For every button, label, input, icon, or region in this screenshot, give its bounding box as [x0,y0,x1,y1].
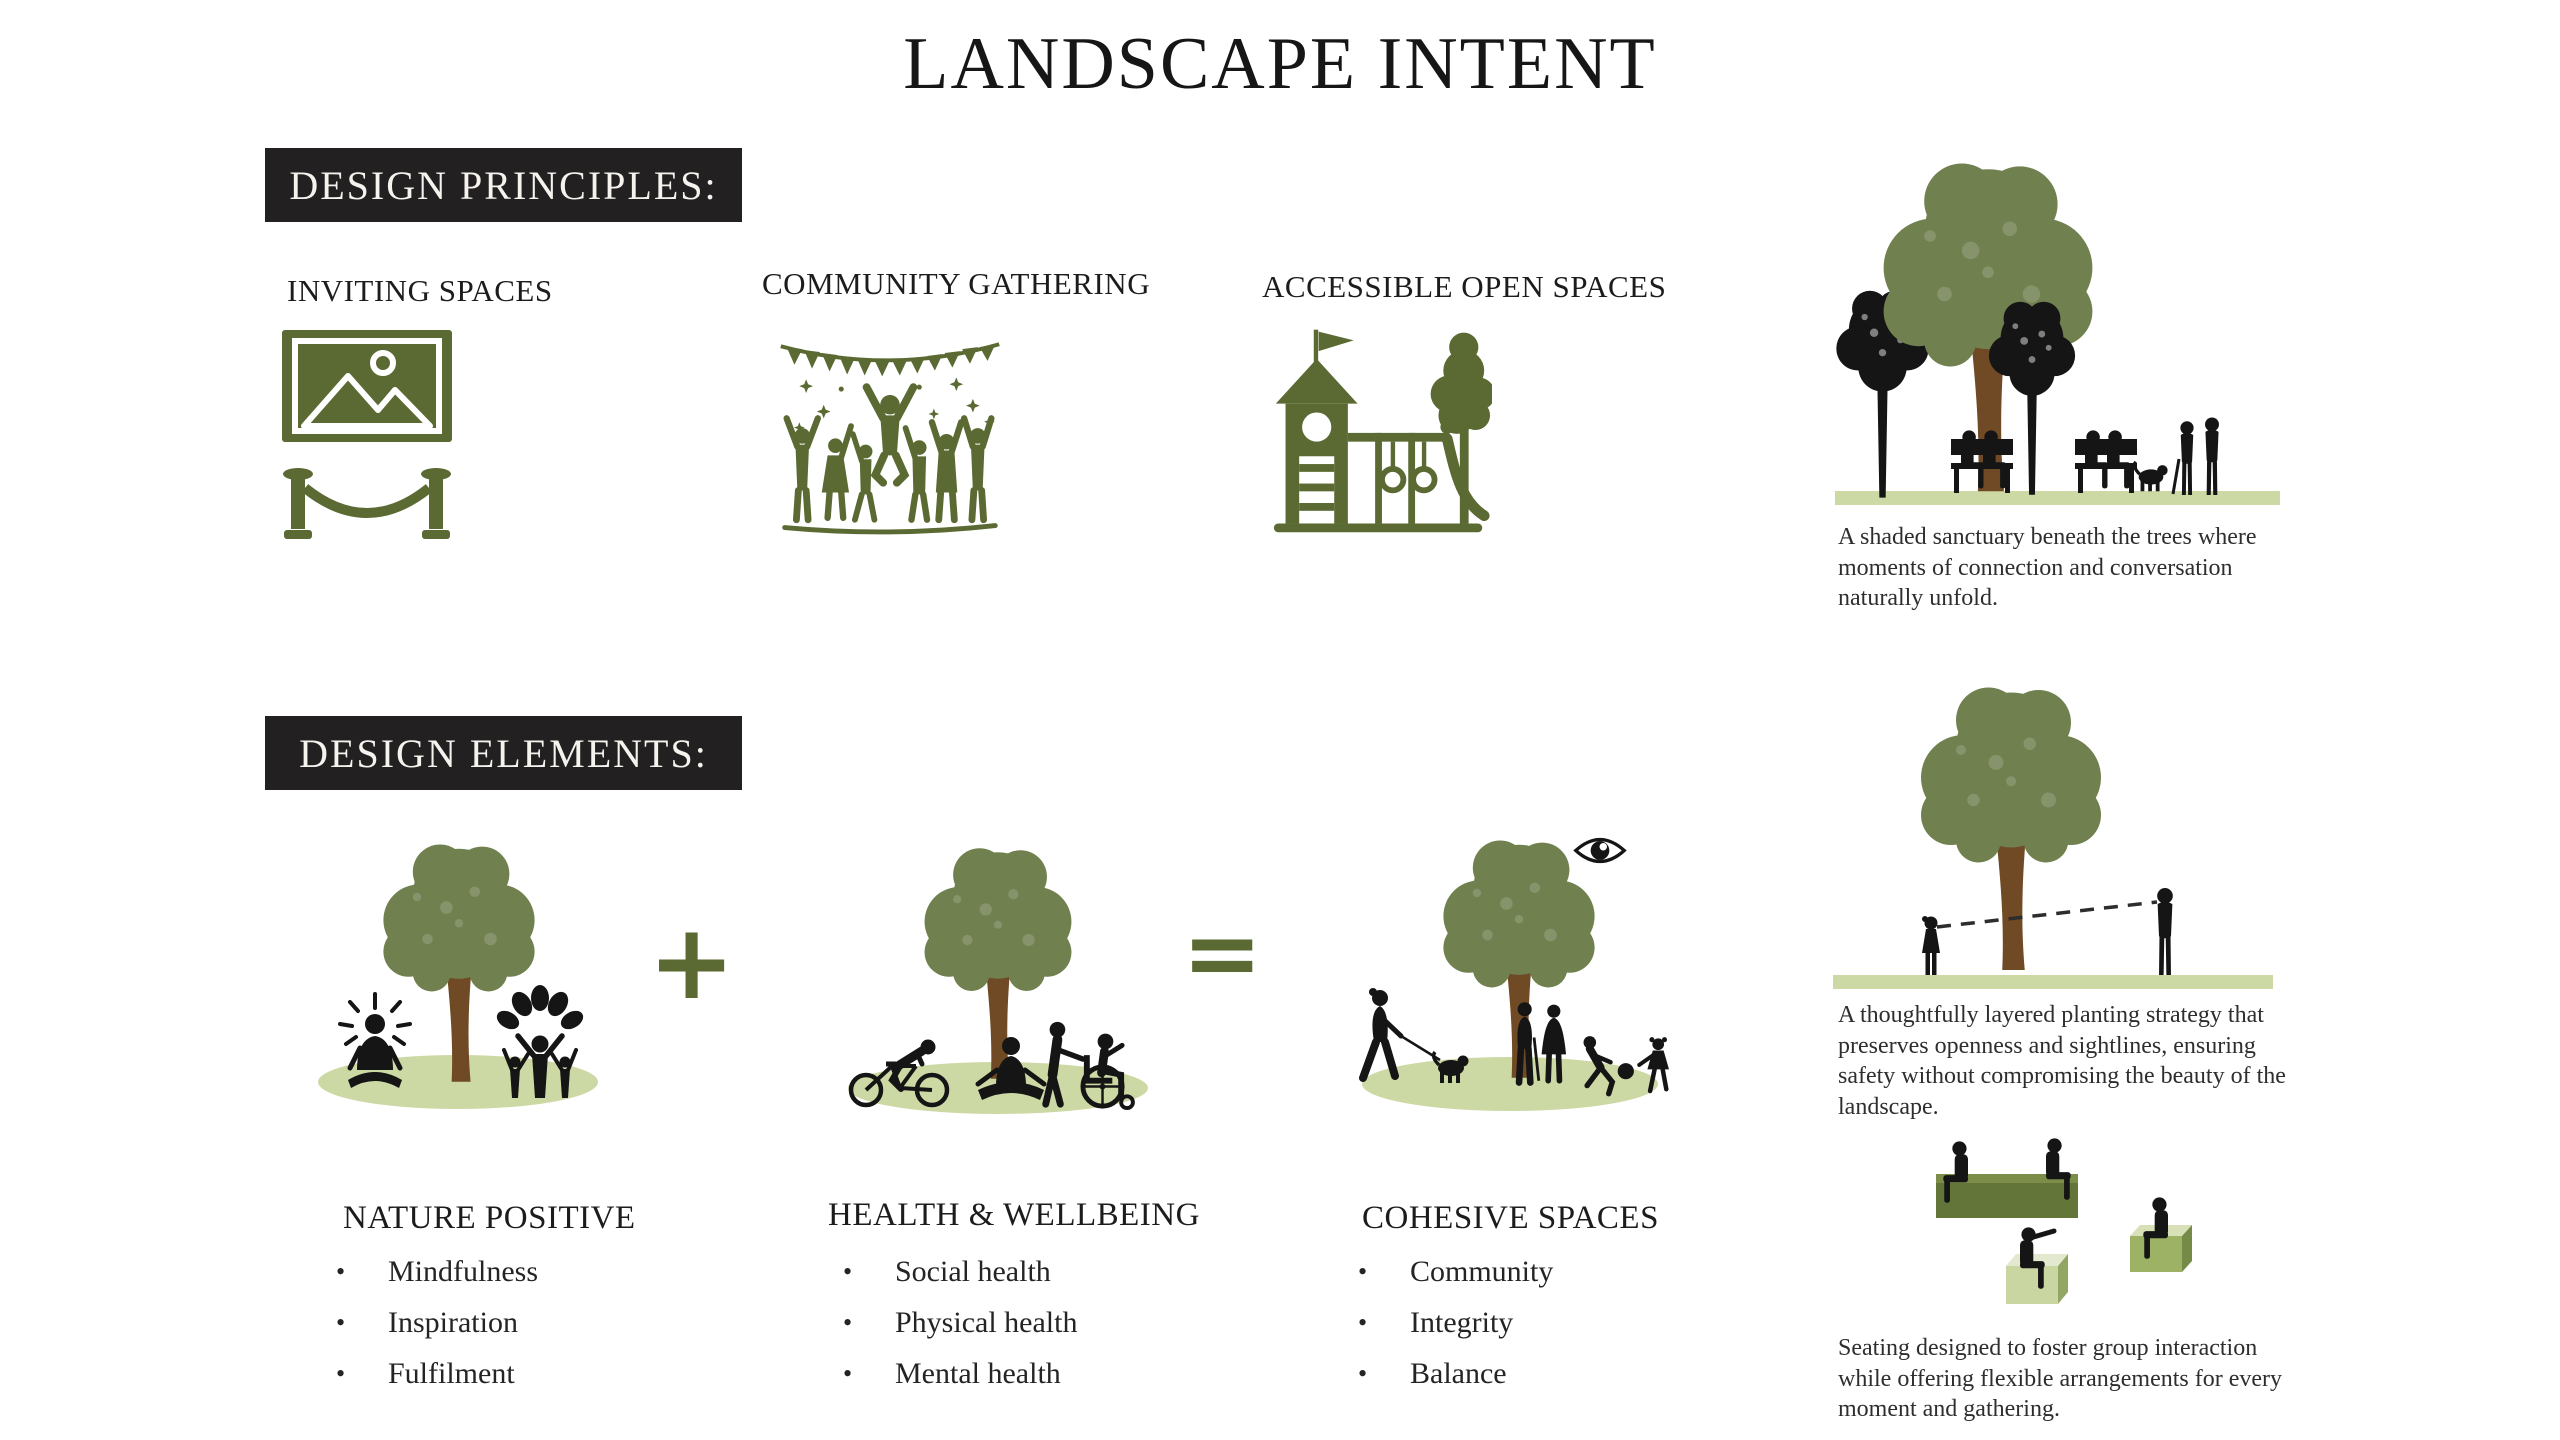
bench-with-people-and-dog [2075,430,2170,493]
health-wellbeing-illustration [848,848,1148,1114]
health-wellbeing-list: Social health Physical health Mental hea… [843,1255,1077,1408]
group-label-cohesive-spaces: COHESIVE SPACES [1362,1200,1659,1236]
list-item-label: Social health [895,1255,1051,1288]
nature-positive-illustration [318,844,598,1109]
nature-positive-list: Mindfulness Inspiration Fulfilment [336,1255,538,1408]
bench-with-people [1951,430,2013,493]
list-item-label: Balance [1410,1357,1507,1390]
cohesive-spaces-illustration [1359,840,1669,1111]
design-elements-banner: DESIGN ELEMENTS: [265,716,742,790]
vignette-caption-sightlines: A thoughtfully layered planting strategy… [1838,1002,2286,1121]
rope-barrier-icon [283,468,451,539]
list-item: Social health [843,1255,1077,1289]
design-elements-heading: DESIGN ELEMENTS: [299,730,708,776]
list-item-label: Community [1410,1255,1554,1288]
list-item: Balance [1358,1357,1553,1391]
cyclist-icon [848,1039,950,1108]
playground-icon [1273,329,1492,533]
cohesive-spaces-list: Community Integrity Balance [1358,1255,1553,1408]
design-principles-heading: DESIGN PRINCIPLES: [289,162,718,208]
wheelchair-user-and-helper-icon [1042,1021,1135,1111]
crowd-celebration-icon [780,342,1000,535]
list-item: Mental health [843,1357,1077,1391]
list-item: Inspiration [336,1306,538,1340]
walking-couple [2171,417,2219,495]
meditating-person-icon [338,992,412,1088]
list-item: Mindfulness [336,1255,538,1289]
benches-under-shade-trees-illustration [1835,163,2280,505]
list-item-label: Mental health [895,1357,1061,1390]
list-item: Community [1358,1255,1553,1289]
principle-label-community-gathering: COMMUNITY GATHERING [762,266,1151,301]
list-item: Integrity [1358,1306,1553,1340]
vignette-caption-shaded-sanctuary: A shaded sanctuary beneath the trees whe… [1838,524,2257,612]
group-label-nature-positive: NATURE POSITIVE [343,1200,636,1236]
yoga-person-icon [975,1037,1047,1100]
principle-label-inviting-spaces: INVITING SPACES [287,273,553,308]
principle-label-accessible-open-spaces: ACCESSIBLE OPEN SPACES [1262,269,1667,304]
list-item-label: Physical health [895,1306,1078,1339]
framed-picture-icon [282,330,452,442]
children-playing-ball-icon [1583,1036,1669,1097]
list-item-label: Integrity [1410,1306,1514,1339]
elderly-couple-icon [1515,1002,1567,1086]
list-item: Physical health [843,1306,1077,1340]
equals-operator: = [1182,897,1263,1009]
list-item-label: Inspiration [388,1306,518,1339]
list-item-label: Fulfilment [388,1357,515,1390]
plus-operator: + [648,901,736,1023]
sightline-under-tree-canopy-illustration [1833,687,2273,989]
eye-icon [1573,837,1627,864]
framed-picture-and-rope-barrier-icon [282,330,452,546]
list-item-label: Mindfulness [388,1255,538,1288]
group-label-health-wellbeing: HEALTH & WELLBEING [828,1197,1200,1233]
vignette-caption-seating: Seating designed to foster group interac… [1838,1335,2283,1423]
people-tree-icon [496,985,584,1098]
dog-walker-icon [1359,988,1471,1085]
list-item: Fulfilment [336,1357,538,1391]
sightline-dashed-line [1936,900,2158,929]
page-title: LANDSCAPE INTENT [903,23,1657,105]
modular-group-seating-illustration [1936,1138,2192,1304]
design-principles-banner: DESIGN PRINCIPLES: [265,148,742,222]
